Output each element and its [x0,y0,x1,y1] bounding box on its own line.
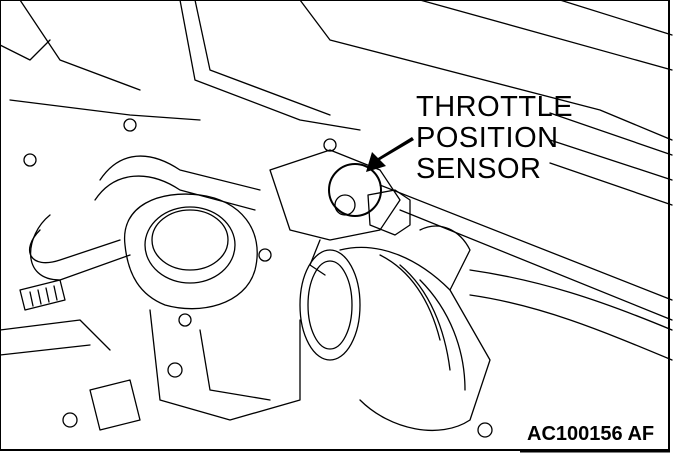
air-intake-duct [299,225,491,432]
callout-label-line-2: POSITION [416,122,559,154]
callout-label-line-1: THROTTLE [416,91,574,123]
diagram-frame [0,0,670,451]
callout-arrow-icon [366,137,414,172]
intake-flange [124,193,301,421]
sensor-connector [367,189,411,236]
body-panel-lines [0,0,673,321]
callout-label-line-3: SENSOR [416,153,542,185]
bolts [19,118,493,438]
throttle-body [269,138,411,276]
hoses [0,155,673,361]
sensor-highlight-circle [328,163,382,217]
figure-code: AC100156 AF [527,423,655,445]
